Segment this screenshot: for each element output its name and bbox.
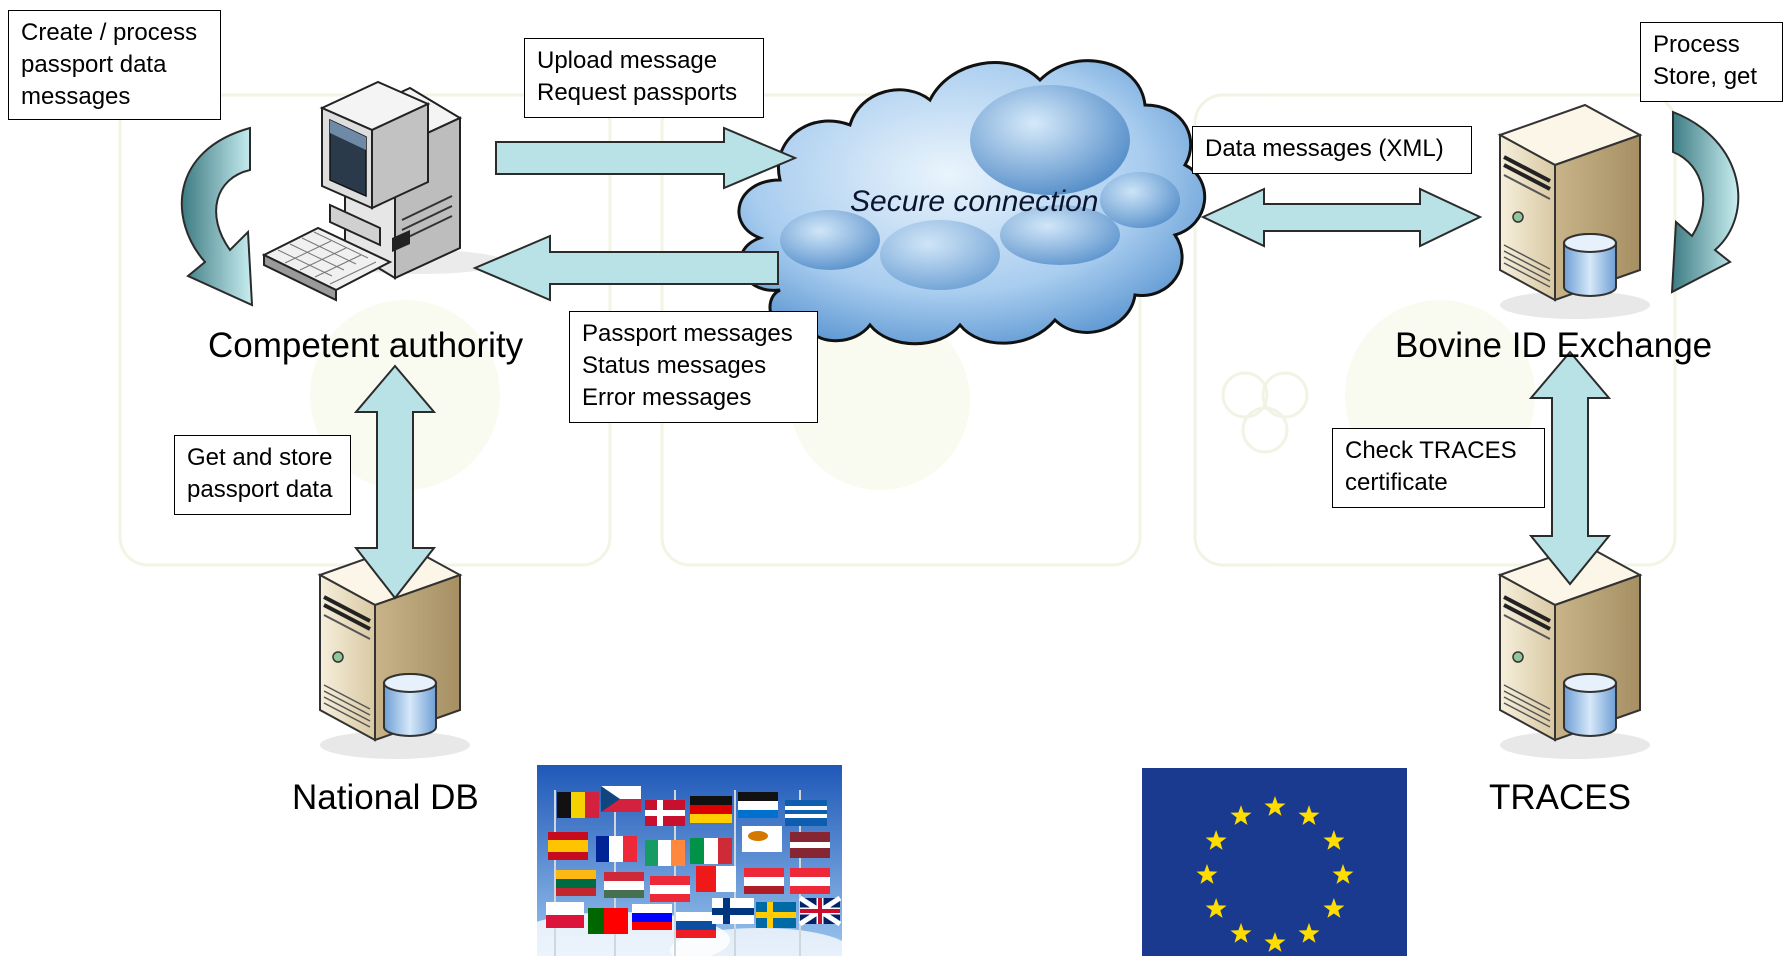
process-cycle-arrow — [1670, 110, 1740, 294]
note-line: passport data — [21, 51, 167, 78]
national-db-arrow — [353, 364, 437, 600]
eu-star-icon — [1264, 932, 1286, 952]
cloud-icon — [737, 59, 1207, 346]
eu-star-icon — [1230, 922, 1252, 943]
competent-authority-label: Competent authority — [208, 326, 524, 365]
eu-star-icon — [1196, 864, 1218, 884]
eu-star-icon — [1323, 830, 1345, 850]
note-line: Store, get — [1653, 63, 1758, 90]
note-line: Process — [1653, 31, 1740, 58]
eu-star-icon — [1298, 922, 1320, 943]
database-server-icon — [1498, 103, 1650, 321]
note-line: Passport messages — [582, 320, 793, 347]
check-traces-note: Check TRACES certificate — [1332, 428, 1545, 508]
eu-star-icon — [1298, 805, 1320, 825]
note-line: Create / process — [21, 19, 198, 46]
note-line: certificate — [1345, 469, 1448, 496]
note-line: Get and store — [187, 444, 333, 471]
traces-label: TRACES — [1489, 778, 1631, 817]
process-store-note: Process Store, get — [1640, 22, 1783, 102]
desktop-computer-icon — [261, 80, 505, 302]
traces-arrow — [1528, 350, 1612, 586]
note-line: Request passports — [537, 79, 738, 106]
note-line: Error messages — [582, 384, 752, 411]
eu-star-icon — [1264, 796, 1286, 816]
eu-star-icon — [1323, 898, 1345, 918]
note-line: messages — [21, 83, 131, 110]
national-db-label: National DB — [292, 778, 479, 817]
process-cycle-arrow — [180, 126, 254, 307]
passport-messages-note: Passport messages Status messages Error … — [569, 311, 818, 423]
note-line: passport data — [187, 476, 333, 503]
note-line: Status messages — [582, 352, 767, 379]
bovine-exchange-label: Bovine ID Exchange — [1395, 326, 1713, 365]
european-flags-photo — [510, 765, 850, 956]
get-store-note: Get and store passport data — [174, 435, 351, 515]
note-line: Upload message — [537, 47, 718, 74]
data-messages-note: Data messages (XML) — [1192, 126, 1472, 174]
eu-star-icon — [1205, 830, 1227, 850]
upload-arrow — [495, 126, 798, 190]
create-process-note: Create / process passport data messages — [8, 10, 221, 120]
eu-star-icon — [1332, 864, 1354, 884]
cloud-label: Secure connection — [850, 185, 1099, 218]
note-line: Check TRACES — [1345, 437, 1517, 464]
xml-exchange-arrow — [1200, 187, 1483, 248]
eu-flag-icon — [1142, 768, 1407, 956]
passport-messages-arrow — [472, 234, 779, 302]
note-line: Data messages (XML) — [1205, 135, 1444, 162]
eu-star-icon — [1205, 898, 1227, 918]
eu-star-icon — [1230, 805, 1252, 825]
upload-note: Upload message Request passports — [524, 38, 764, 118]
